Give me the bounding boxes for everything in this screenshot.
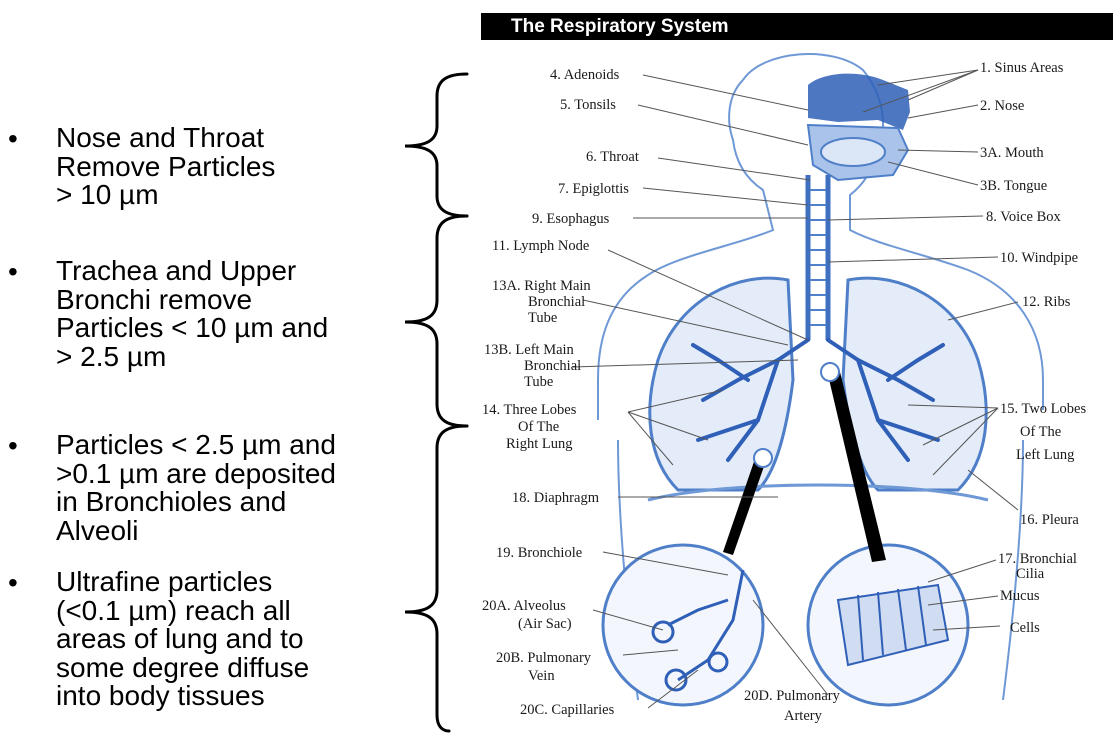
label-tonsils: 5. Tonsils xyxy=(560,97,616,113)
label-three-lobes-2: Of The xyxy=(518,419,559,435)
brace-nose-throat xyxy=(405,74,467,216)
label-sinus-areas: 1. Sinus Areas xyxy=(980,60,1064,76)
label-capillaries: 20C. Capillaries xyxy=(520,702,615,718)
label-esophagus: 9. Esophagus xyxy=(532,211,610,227)
label-right-main-bronchial-2: Bronchial xyxy=(528,294,585,310)
label-voice-box: 8. Voice Box xyxy=(986,209,1062,225)
label-three-lobes: 14. Three Lobes xyxy=(482,402,577,418)
label-cells: Cells xyxy=(1010,620,1040,636)
label-nose: 2. Nose xyxy=(980,98,1024,114)
label-lymph-node: 11. Lymph Node xyxy=(492,238,589,254)
label-two-lobes: 15. Two Lobes xyxy=(1000,401,1086,417)
label-three-lobes-3: Right Lung xyxy=(506,436,572,452)
bullet-marker: • xyxy=(8,124,18,153)
label-two-lobes-2: Of The xyxy=(1020,424,1061,440)
label-alveolus: 20A. Alveolus xyxy=(482,598,566,614)
label-diaphragm: 18. Diaphragm xyxy=(512,490,600,506)
label-pulmonary-artery: 20D. Pulmonary xyxy=(744,688,841,704)
label-pulmonary-vein: 20B. Pulmonary xyxy=(496,650,592,666)
label-pulmonary-artery-2: Artery xyxy=(784,708,823,724)
label-bronchial-cilia-2: Cilia xyxy=(1016,566,1045,582)
tongue-shape xyxy=(821,138,885,166)
respiratory-illustration: 1. Sinus Areas 2. Nose 3A. Mouth 3B. Ton… xyxy=(478,0,1116,733)
brace-trachea xyxy=(405,216,467,426)
label-alveolus-2: (Air Sac) xyxy=(518,616,572,632)
label-throat: 6. Throat xyxy=(586,149,639,165)
label-two-lobes-3: Left Lung xyxy=(1016,447,1074,463)
label-left-main-bronchial-2: Bronchial xyxy=(524,358,581,374)
bullet-marker: • xyxy=(8,568,18,597)
bullet-marker: • xyxy=(8,431,18,460)
bullet-text: Particles < 2.5 µm and >0.1 µm are depos… xyxy=(56,431,336,545)
label-mouth: 3A. Mouth xyxy=(980,145,1044,161)
label-bronchiole: 19. Bronchiole xyxy=(496,545,582,561)
bullet-text: Nose and Throat Remove Particles > 10 µm xyxy=(56,124,275,210)
label-pulmonary-vein-2: Vein xyxy=(528,668,555,684)
trachea xyxy=(808,175,828,340)
bullet-text: Ultrafine particles (<0.1 µm) reach all … xyxy=(56,568,309,711)
bullet-marker: • xyxy=(8,257,18,286)
label-pleura: 16. Pleura xyxy=(1020,512,1079,528)
label-left-main-bronchial: 13B. Left Main xyxy=(484,342,575,358)
bullet-text: Trachea and Upper Bronchi remove Particl… xyxy=(56,257,328,371)
label-adenoids: 4. Adenoids xyxy=(550,67,620,83)
braces-group xyxy=(395,60,475,733)
label-left-main-bronchial-3: Tube xyxy=(524,374,553,390)
label-right-main-bronchial: 13A. Right Main xyxy=(492,278,591,294)
label-mucus: Mucus xyxy=(1000,588,1040,604)
label-right-main-bronchial-3: Tube xyxy=(528,310,557,326)
brace-bronchioles xyxy=(405,426,467,731)
label-ribs: 12. Ribs xyxy=(1022,294,1071,310)
label-bronchial-cilia: 17. Bronchial xyxy=(998,551,1077,567)
label-epiglottis: 7. Epiglottis xyxy=(558,181,629,197)
label-tongue: 3B. Tongue xyxy=(980,178,1047,194)
respiratory-figure: The Respiratory System xyxy=(478,0,1116,733)
bullet-list: • Nose and Throat Remove Particles > 10 … xyxy=(0,0,400,733)
label-windpipe: 10. Windpipe xyxy=(1000,250,1078,266)
